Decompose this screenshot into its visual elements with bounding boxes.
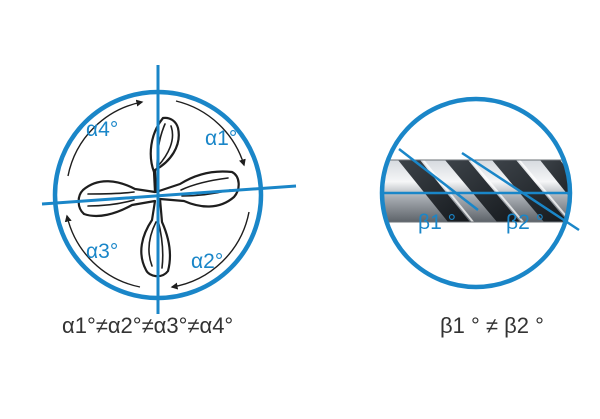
end-mill-photo: [382, 159, 570, 223]
beta-inequality-formula: β1 ° ≠ β2 °: [440, 313, 544, 338]
alpha-inequality-formula: α1°≠α2°≠α3°≠α4°: [62, 313, 234, 338]
side-view-figure: β1 ° β2 °: [379, 96, 580, 290]
alpha2-label: α2°: [191, 250, 223, 273]
angle-arrows: [64, 99, 250, 290]
beta1-label: β1 °: [418, 211, 456, 234]
alpha4-label: α4°: [86, 118, 118, 141]
alpha1-label: α1°: [205, 127, 237, 150]
flute-highlights: [422, 159, 570, 223]
helix-line-2: [461, 151, 580, 232]
helical-flutes: [398, 160, 570, 222]
horizontal-axis: [41, 184, 297, 206]
helix-line-1: [398, 148, 479, 211]
end-view-figure: α4° α1° α3° α2°: [41, 65, 297, 314]
beta2-label: β2 °: [506, 211, 544, 234]
side-view-circle: [379, 96, 573, 290]
cutter-edge: [382, 159, 570, 223]
alpha3-label: α3°: [86, 240, 118, 263]
